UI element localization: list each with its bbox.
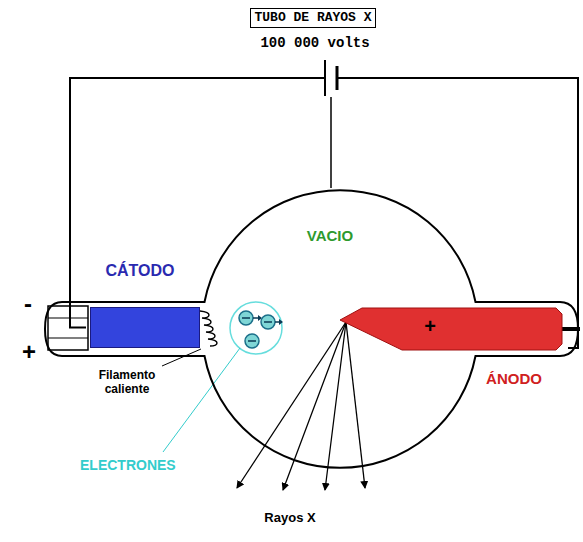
text-slot: ELECTRONES [80, 457, 176, 473]
node-label: VACIO [307, 227, 353, 244]
filament-coil [200, 311, 217, 346]
electrons [239, 311, 283, 348]
node-text: ÁNODO [486, 370, 542, 387]
node-label: + [424, 316, 436, 336]
text-slot: 100 000 volts [260, 35, 369, 51]
text-slot: TUBO DE RAYOS X [250, 8, 375, 28]
text-slot: + [424, 316, 436, 336]
text-slot: CÁTODO [105, 262, 174, 280]
x-rays [237, 322, 365, 490]
polarity-sign: + [22, 340, 36, 364]
leader-line [163, 348, 240, 452]
leader-line [162, 349, 201, 366]
anode-target [340, 308, 562, 350]
text-slot: - [24, 292, 32, 316]
anode-node: + ÁNODO [338, 304, 568, 392]
tube-glass [45, 190, 578, 468]
text-slot: Rayos X [264, 511, 315, 526]
text-slot: + [22, 340, 36, 364]
cathode-node: CÁTODO [86, 258, 206, 352]
voltage-label: 100 000 volts [260, 35, 369, 51]
part-label: Rayos X [264, 511, 315, 526]
part-label: Filamento caliente [88, 369, 166, 397]
node-label: CÁTODO [105, 262, 174, 280]
polarity-sign: - [24, 292, 32, 316]
electron-cloud [230, 302, 282, 354]
part-label: ELECTRONES [80, 457, 176, 473]
cathode-body [90, 307, 200, 348]
text-slot: Filamento caliente [88, 369, 166, 397]
glass-tube-node: VACIO CÁTODO + ÁNODO [42, 186, 582, 476]
text-slot: ÁNODO [486, 370, 542, 387]
diagram-title: TUBO DE RAYOS X [250, 8, 375, 28]
text-slot: VACIO [307, 227, 353, 244]
